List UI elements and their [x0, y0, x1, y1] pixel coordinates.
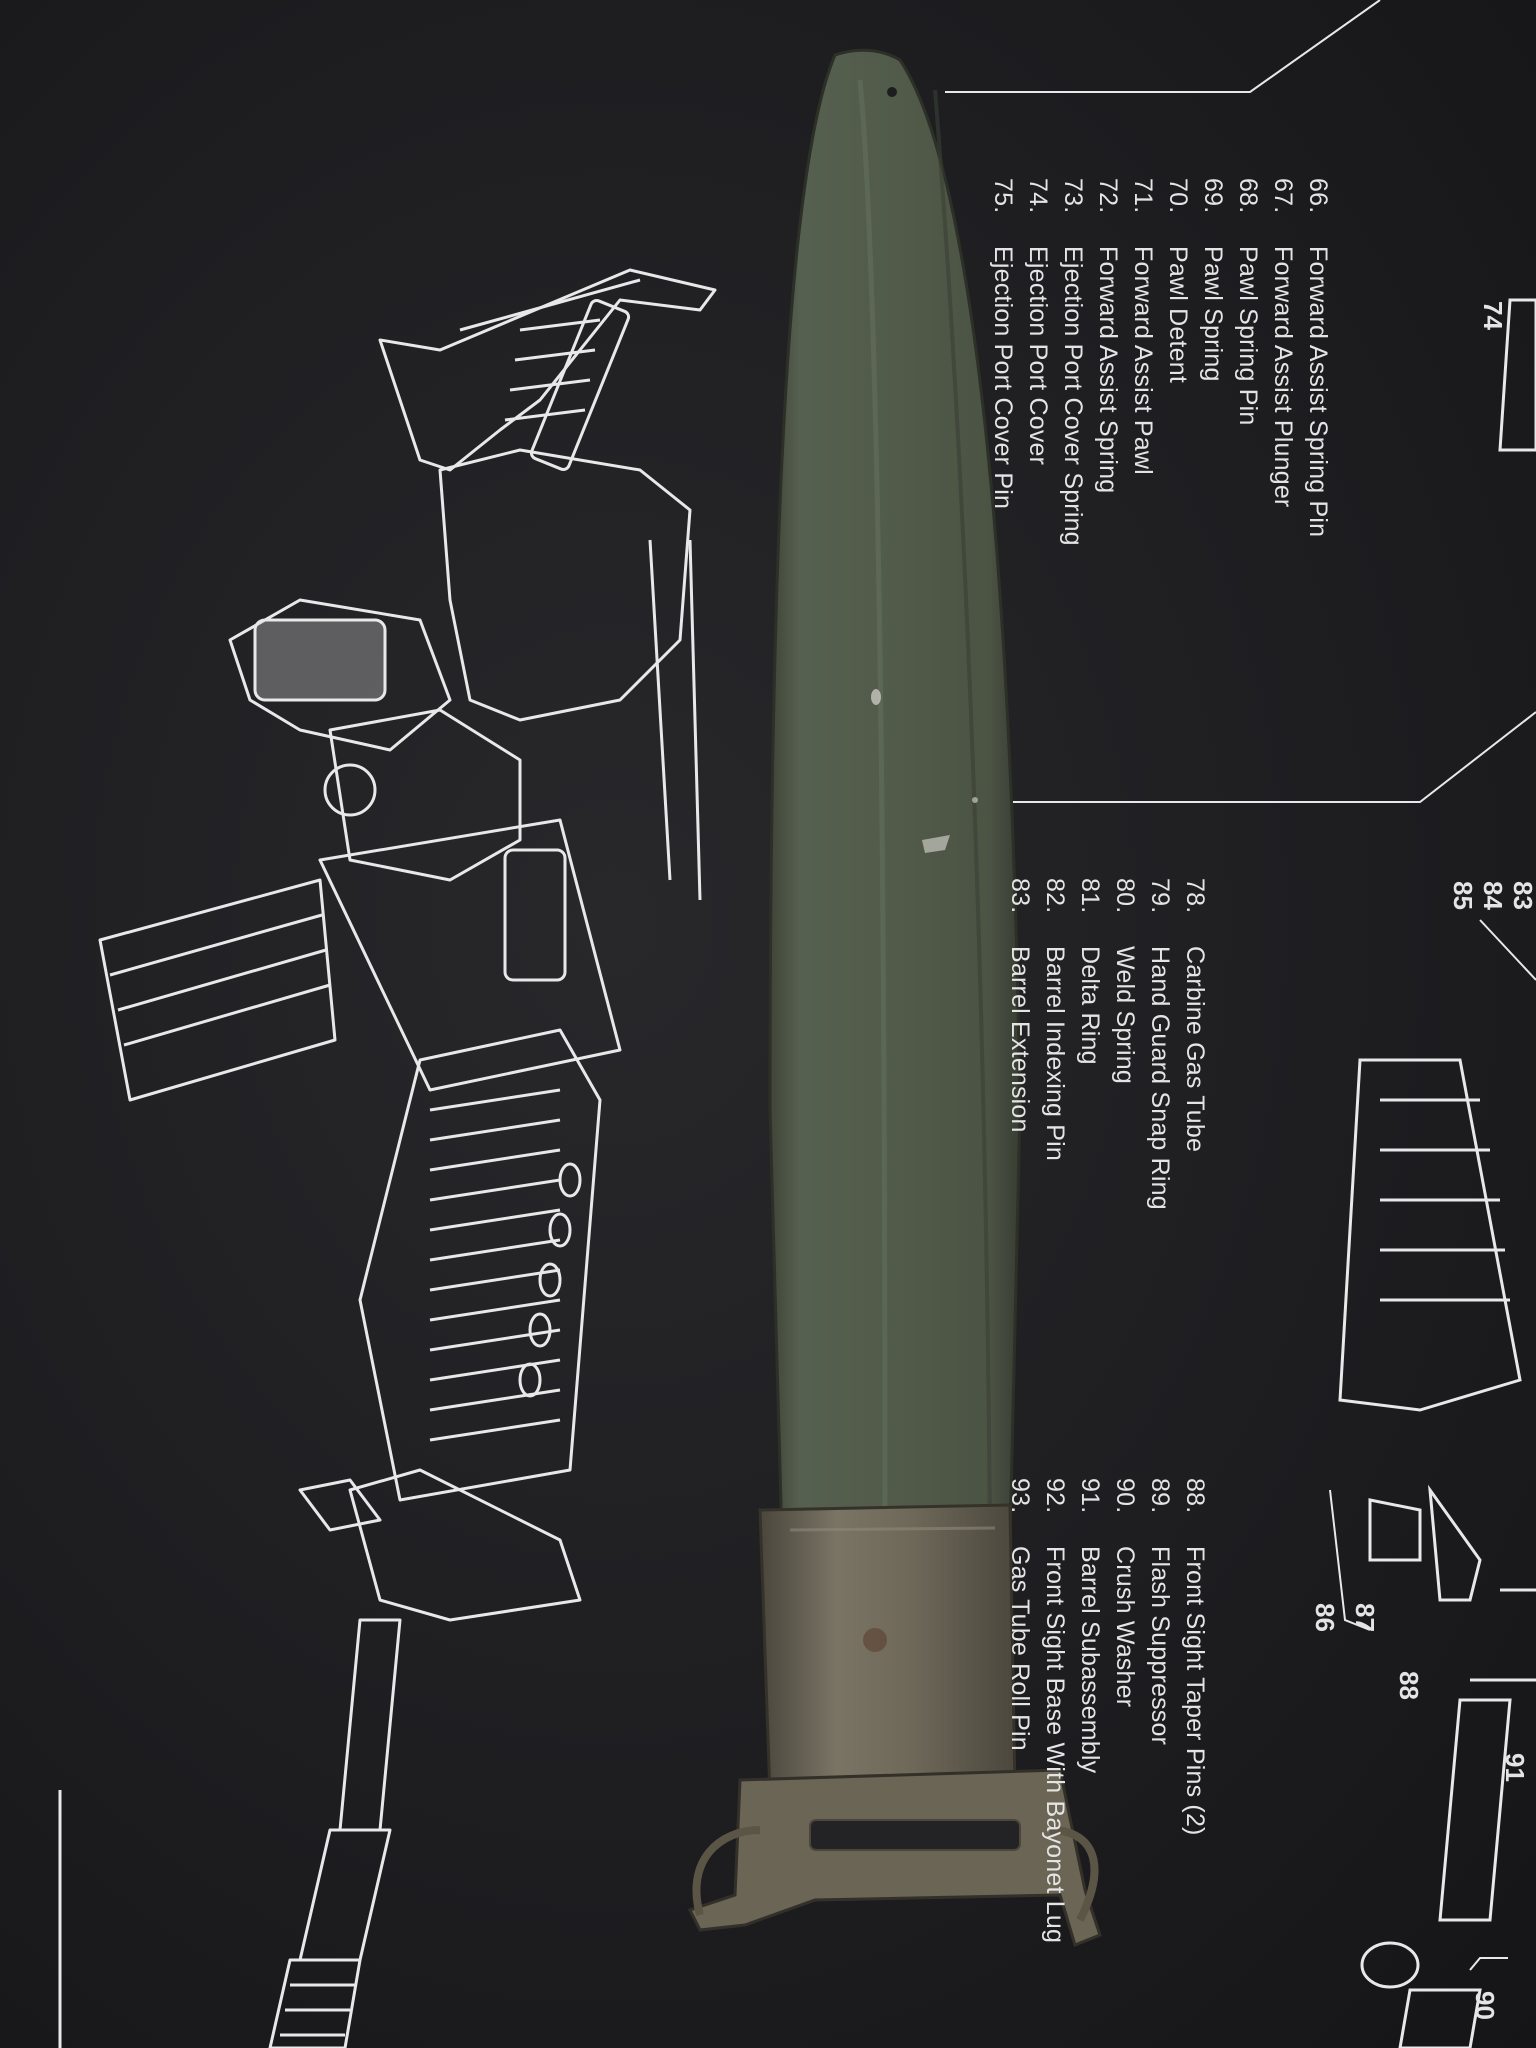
handguard-vent-holes: [518, 1162, 582, 1398]
parts-list-item: 71.Forward Assist Pawl: [1129, 178, 1157, 475]
parts-list-item: 75.Ejection Port Cover Pin: [989, 178, 1017, 510]
parts-list-item: 82.Barrel Indexing Pin: [1041, 878, 1069, 1162]
parts-list-78-83: 78.Carbine Gas Tube 79.Hand Guard Snap R…: [1002, 878, 1212, 1210]
parts-list-item: 79.Hand Guard Snap Ring: [1146, 878, 1174, 1210]
parts-list-item: 66.Forward Assist Spring Pin: [1304, 178, 1332, 538]
callout-label: 83: [1507, 881, 1536, 910]
rifle-line-art: [58, 268, 717, 2048]
parts-list-88-93: 88.Front Sight Taper Pins (2) 89.Flash S…: [1002, 1478, 1212, 1943]
parts-list-item: 80.Weld Spring: [1111, 878, 1139, 1084]
parts-list-item: 73.Ejection Port Cover Spring: [1059, 178, 1087, 546]
callout-label: 91: [1499, 1753, 1530, 1782]
parts-list-item: 91.Barrel Subassembly: [1076, 1478, 1104, 1774]
parts-list-item: 72.Forward Assist Spring: [1094, 178, 1122, 494]
callout-label: 90: [1469, 1991, 1500, 2020]
parts-list-item: 90.Crush Washer: [1111, 1478, 1139, 1708]
callout-label: 85: [1447, 881, 1478, 910]
callout-label: 86: [1309, 1603, 1340, 1632]
parts-list-item: 92.Front Sight Base With Bayonet Lug: [1041, 1478, 1069, 1944]
parts-list-item: 69.Pawl Spring: [1199, 178, 1227, 382]
parts-list-item: 83.Barrel Extension: [1006, 878, 1034, 1133]
callout-label: 87: [1349, 1603, 1380, 1632]
parts-list-item: 78.Carbine Gas Tube: [1181, 878, 1209, 1153]
parts-list-item: 74.Ejection Port Cover: [1024, 178, 1052, 466]
parts-list-item: 70.Pawl Detent: [1164, 178, 1192, 383]
parts-list-item: 68.Pawl Spring Pin: [1234, 178, 1262, 426]
parts-list-66-75: 66.Forward Assist Spring Pin 67.Forward …: [985, 178, 1335, 546]
bayonet-scabbard: [687, 48, 1102, 1948]
callout-label: 84: [1477, 881, 1508, 910]
callout-label: 74: [1477, 301, 1508, 330]
leader-lines: [945, 0, 1536, 1971]
parts-list-item: 89.Flash Suppressor: [1146, 1478, 1174, 1746]
parts-list-item: 81.Delta Ring: [1076, 878, 1104, 1065]
parts-list-item: 93.Gas Tube Roll Pin: [1006, 1478, 1034, 1751]
right-edge-parts: [1338, 298, 1536, 2048]
parts-list-item: 88.Front Sight Taper Pins (2): [1181, 1478, 1209, 1836]
parts-list-item: 67.Forward Assist Plunger: [1269, 178, 1297, 508]
callout-label: 88: [1393, 1671, 1424, 1700]
